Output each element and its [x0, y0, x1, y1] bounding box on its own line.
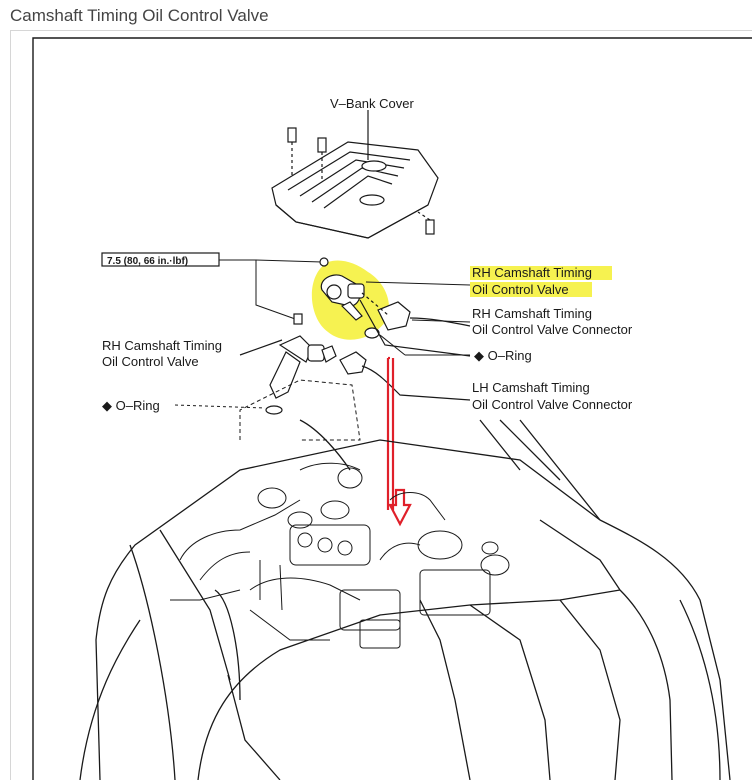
lh-connector-label-line1: LH Camshaft Timing [472, 380, 590, 395]
rh-valve-highlight-label-line2: Oil Control Valve [472, 282, 569, 297]
lh-connector-label-line2: Oil Control Valve Connector [472, 397, 633, 412]
rh-valve-left-label-line1: RH Camshaft Timing [102, 338, 222, 353]
oring-left-label: ◆ O–Ring [102, 398, 160, 413]
vbank-cover [271, 110, 439, 239]
rh-connector-label-line1: RH Camshaft Timing [472, 306, 592, 321]
rh-valve-part [319, 257, 471, 357]
torque-leader-lines [219, 259, 323, 321]
car-body-outline [79, 419, 731, 780]
rh-valve-left-label-line2: Oil Control Valve [102, 354, 199, 369]
label-leader-lines [174, 281, 471, 409]
page-title: Camshaft Timing Oil Control Valve [10, 6, 269, 25]
left-valve-dashed-outline [239, 379, 361, 441]
drawing-border [32, 37, 752, 780]
oring-right-label: ◆ O–Ring [474, 348, 532, 363]
rh-valve-highlight-label-line1: RH Camshaft Timing [472, 265, 592, 280]
engine-bay-details [170, 462, 510, 649]
rh-valve-left-part [239, 313, 337, 415]
lh-connector-part [339, 351, 471, 401]
diagram-frame [10, 30, 752, 780]
rh-connector-label-line2: Oil Control Valve Connector [472, 322, 633, 337]
torque-spec-label: 7.5 (80, 66 in.·lbf) [107, 256, 188, 267]
vbank-cover-label: V–Bank Cover [330, 96, 414, 111]
torque-spec-box: 7.5 (80, 66 in.·lbf) [101, 252, 220, 267]
